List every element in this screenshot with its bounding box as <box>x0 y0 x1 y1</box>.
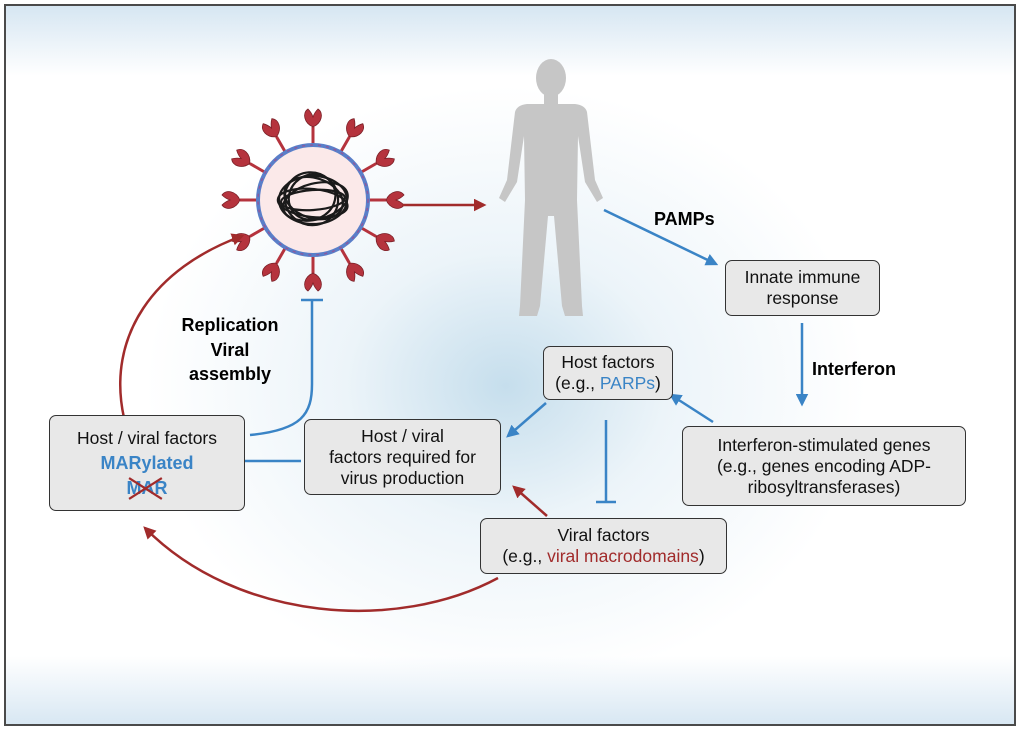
innate-line1: Innate immune <box>744 267 861 287</box>
isg-line1: Interferon-stimulated genes <box>717 434 931 455</box>
pamps-label: PAMPs <box>654 209 715 229</box>
required-line3: virus production <box>340 467 465 488</box>
viral-factors-line2: (e.g., viral macrodomains) <box>502 546 705 566</box>
interferon-stimulated-genes-box: Interferon-stimulated genes (e.g., genes… <box>682 426 966 506</box>
replication-label: Replication <box>181 315 279 335</box>
viral-macrodomains-highlight: viral macrodomains <box>547 546 699 566</box>
host-factors-line2: (e.g., PARPs) <box>555 373 661 393</box>
innate-line2: response <box>766 288 839 308</box>
host-factors-line1: Host factors <box>561 352 655 372</box>
virus-spike-icon <box>303 107 323 149</box>
viral-factors-to-marylated-arrow <box>143 526 499 612</box>
genome-coil-icon <box>276 171 349 227</box>
diagram-canvas <box>119 59 809 612</box>
pamps-arrow <box>603 208 719 266</box>
virus-spike-icon <box>220 190 262 210</box>
isg-line2: (e.g., genes encoding ADP- <box>716 455 932 476</box>
virus-spike-icon <box>303 251 323 293</box>
cross-out-icon <box>127 476 162 500</box>
mar-removed: MAR <box>127 476 168 501</box>
host-factors-inhibit-viral-factors <box>596 420 616 504</box>
virus-spike-icon <box>364 190 406 210</box>
marylated-label: MARylated <box>100 452 194 473</box>
virus-icon <box>220 107 406 293</box>
parps-highlight: PARPs <box>599 373 656 393</box>
marylated-line1: Host / viral factors <box>76 427 218 448</box>
innate-immune-response-box: Innate immune response <box>725 260 880 316</box>
marylated-box: Host / viral factors MARylated MAR <box>49 415 245 511</box>
host-factors-box: Host factors (e.g., PARPs) <box>543 346 673 400</box>
figure-frame: Replication Viral assembly PAMPs Interfe… <box>4 4 1016 726</box>
viral-label: Viral <box>210 340 250 360</box>
isg-line3: ribosyltransferases) <box>747 476 901 497</box>
assembly-label: assembly <box>188 364 272 384</box>
required-line2: factors required for <box>329 446 476 467</box>
human-silhouette-icon <box>499 59 603 316</box>
interferon-label: Interferon <box>812 359 897 379</box>
viral-factors-line1: Viral factors <box>557 525 650 545</box>
required-line1: Host / viral <box>361 425 444 446</box>
viral-factors-box: Viral factors (e.g., viral macrodomains) <box>480 518 727 574</box>
host-factors-to-required-arrow <box>506 402 547 438</box>
viral-factors-to-required-arrow <box>512 485 548 517</box>
replication-arrow <box>119 233 245 419</box>
required-factors-box: Host / viral factors required for virus … <box>304 419 501 495</box>
isg-to-host-factors-arrow <box>668 393 714 424</box>
marylated-inhibit-virus <box>249 298 323 437</box>
